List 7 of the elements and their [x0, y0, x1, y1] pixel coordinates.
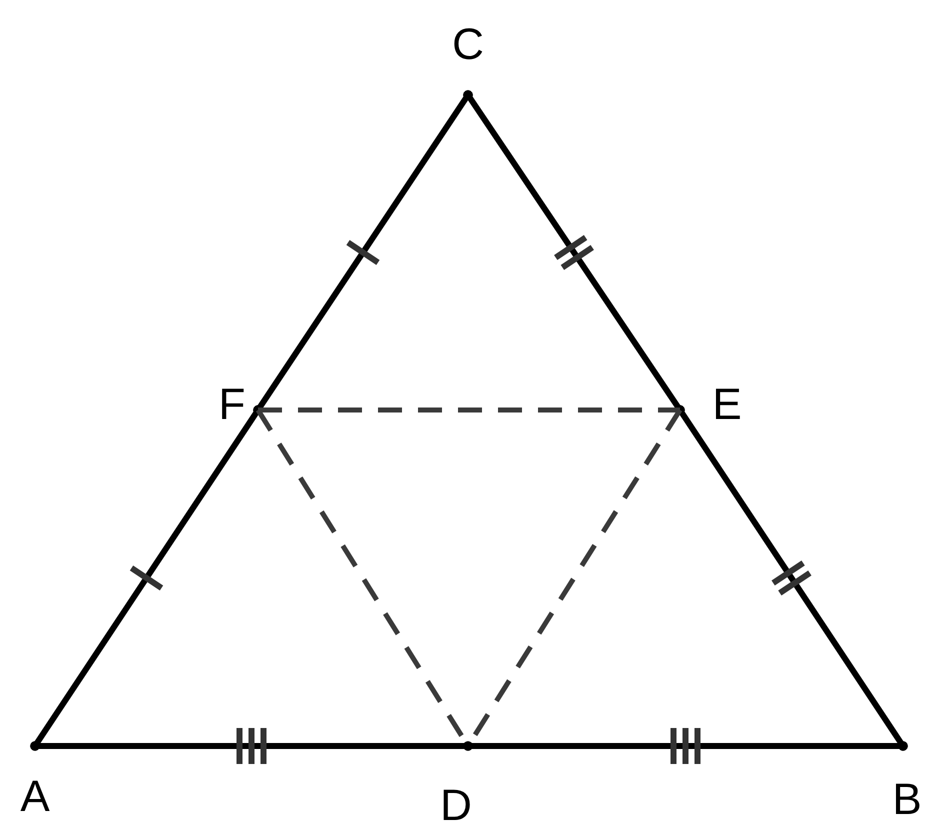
- vertex-label: B: [892, 778, 922, 822]
- vertex-label: A: [20, 775, 50, 819]
- vertex-label: E: [712, 383, 742, 427]
- vertex-label: D: [440, 784, 472, 828]
- vertex-label: C: [452, 23, 484, 67]
- dashed-segment: [258, 408, 680, 412]
- vertex-label: F: [218, 383, 246, 427]
